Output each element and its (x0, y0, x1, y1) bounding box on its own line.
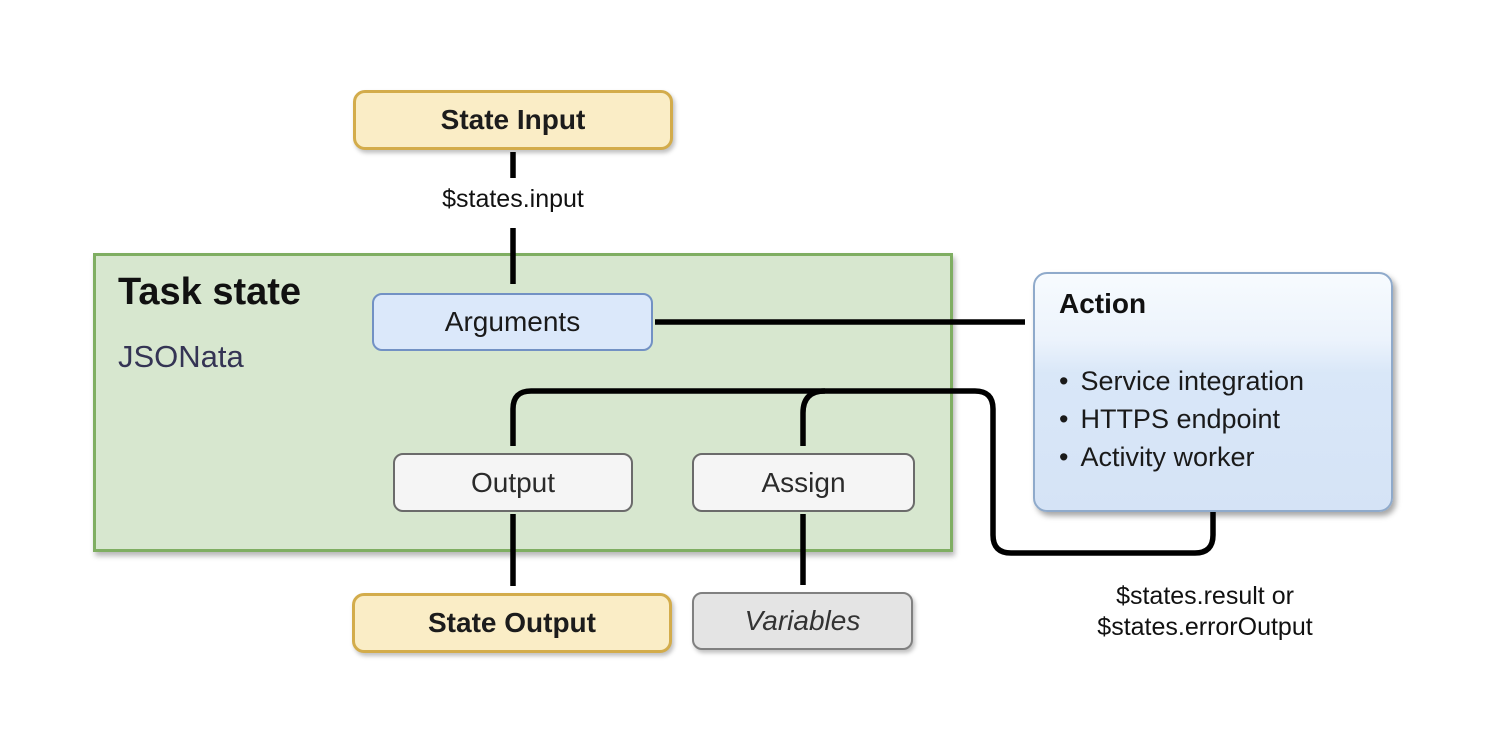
arguments-label: Arguments (444, 306, 581, 337)
task-state-subtitle-jsonata: JSONata (118, 339, 244, 374)
action-title: Action (1059, 288, 1147, 319)
output-label: Output (470, 466, 556, 498)
arguments-node: Arguments (372, 293, 653, 351)
action-bullet-https-endpoint: HTTPS endpoint (1059, 400, 1304, 438)
state-input-node: State Input (353, 90, 673, 150)
variables-node: Variables (692, 592, 913, 650)
state-output-label: State Output (428, 607, 596, 638)
task-state-title: Task state (118, 271, 302, 313)
variables-label: Variables (744, 605, 861, 636)
assign-node: Assign (692, 453, 915, 512)
assign-label: Assign (761, 466, 846, 498)
states-result-edge-label-line2: $states.errorOutput (1097, 613, 1313, 641)
states-input-edge-label: $states.input (442, 185, 584, 213)
output-node: Output (393, 453, 633, 512)
state-input-label: State Input (440, 104, 586, 135)
action-node: Action Service integration HTTPS endpoin… (1033, 272, 1393, 512)
states-result-edge-label-line1: $states.result or (1116, 582, 1294, 610)
action-bullet-service-integration: Service integration (1059, 362, 1304, 400)
states-result-edge-label: $states.result or $states.errorOutput (1040, 581, 1370, 643)
action-bullet-activity-worker: Activity worker (1059, 438, 1304, 476)
state-output-node: State Output (352, 593, 672, 653)
action-bullet-list: Service integration HTTPS endpoint Activ… (1059, 362, 1304, 476)
